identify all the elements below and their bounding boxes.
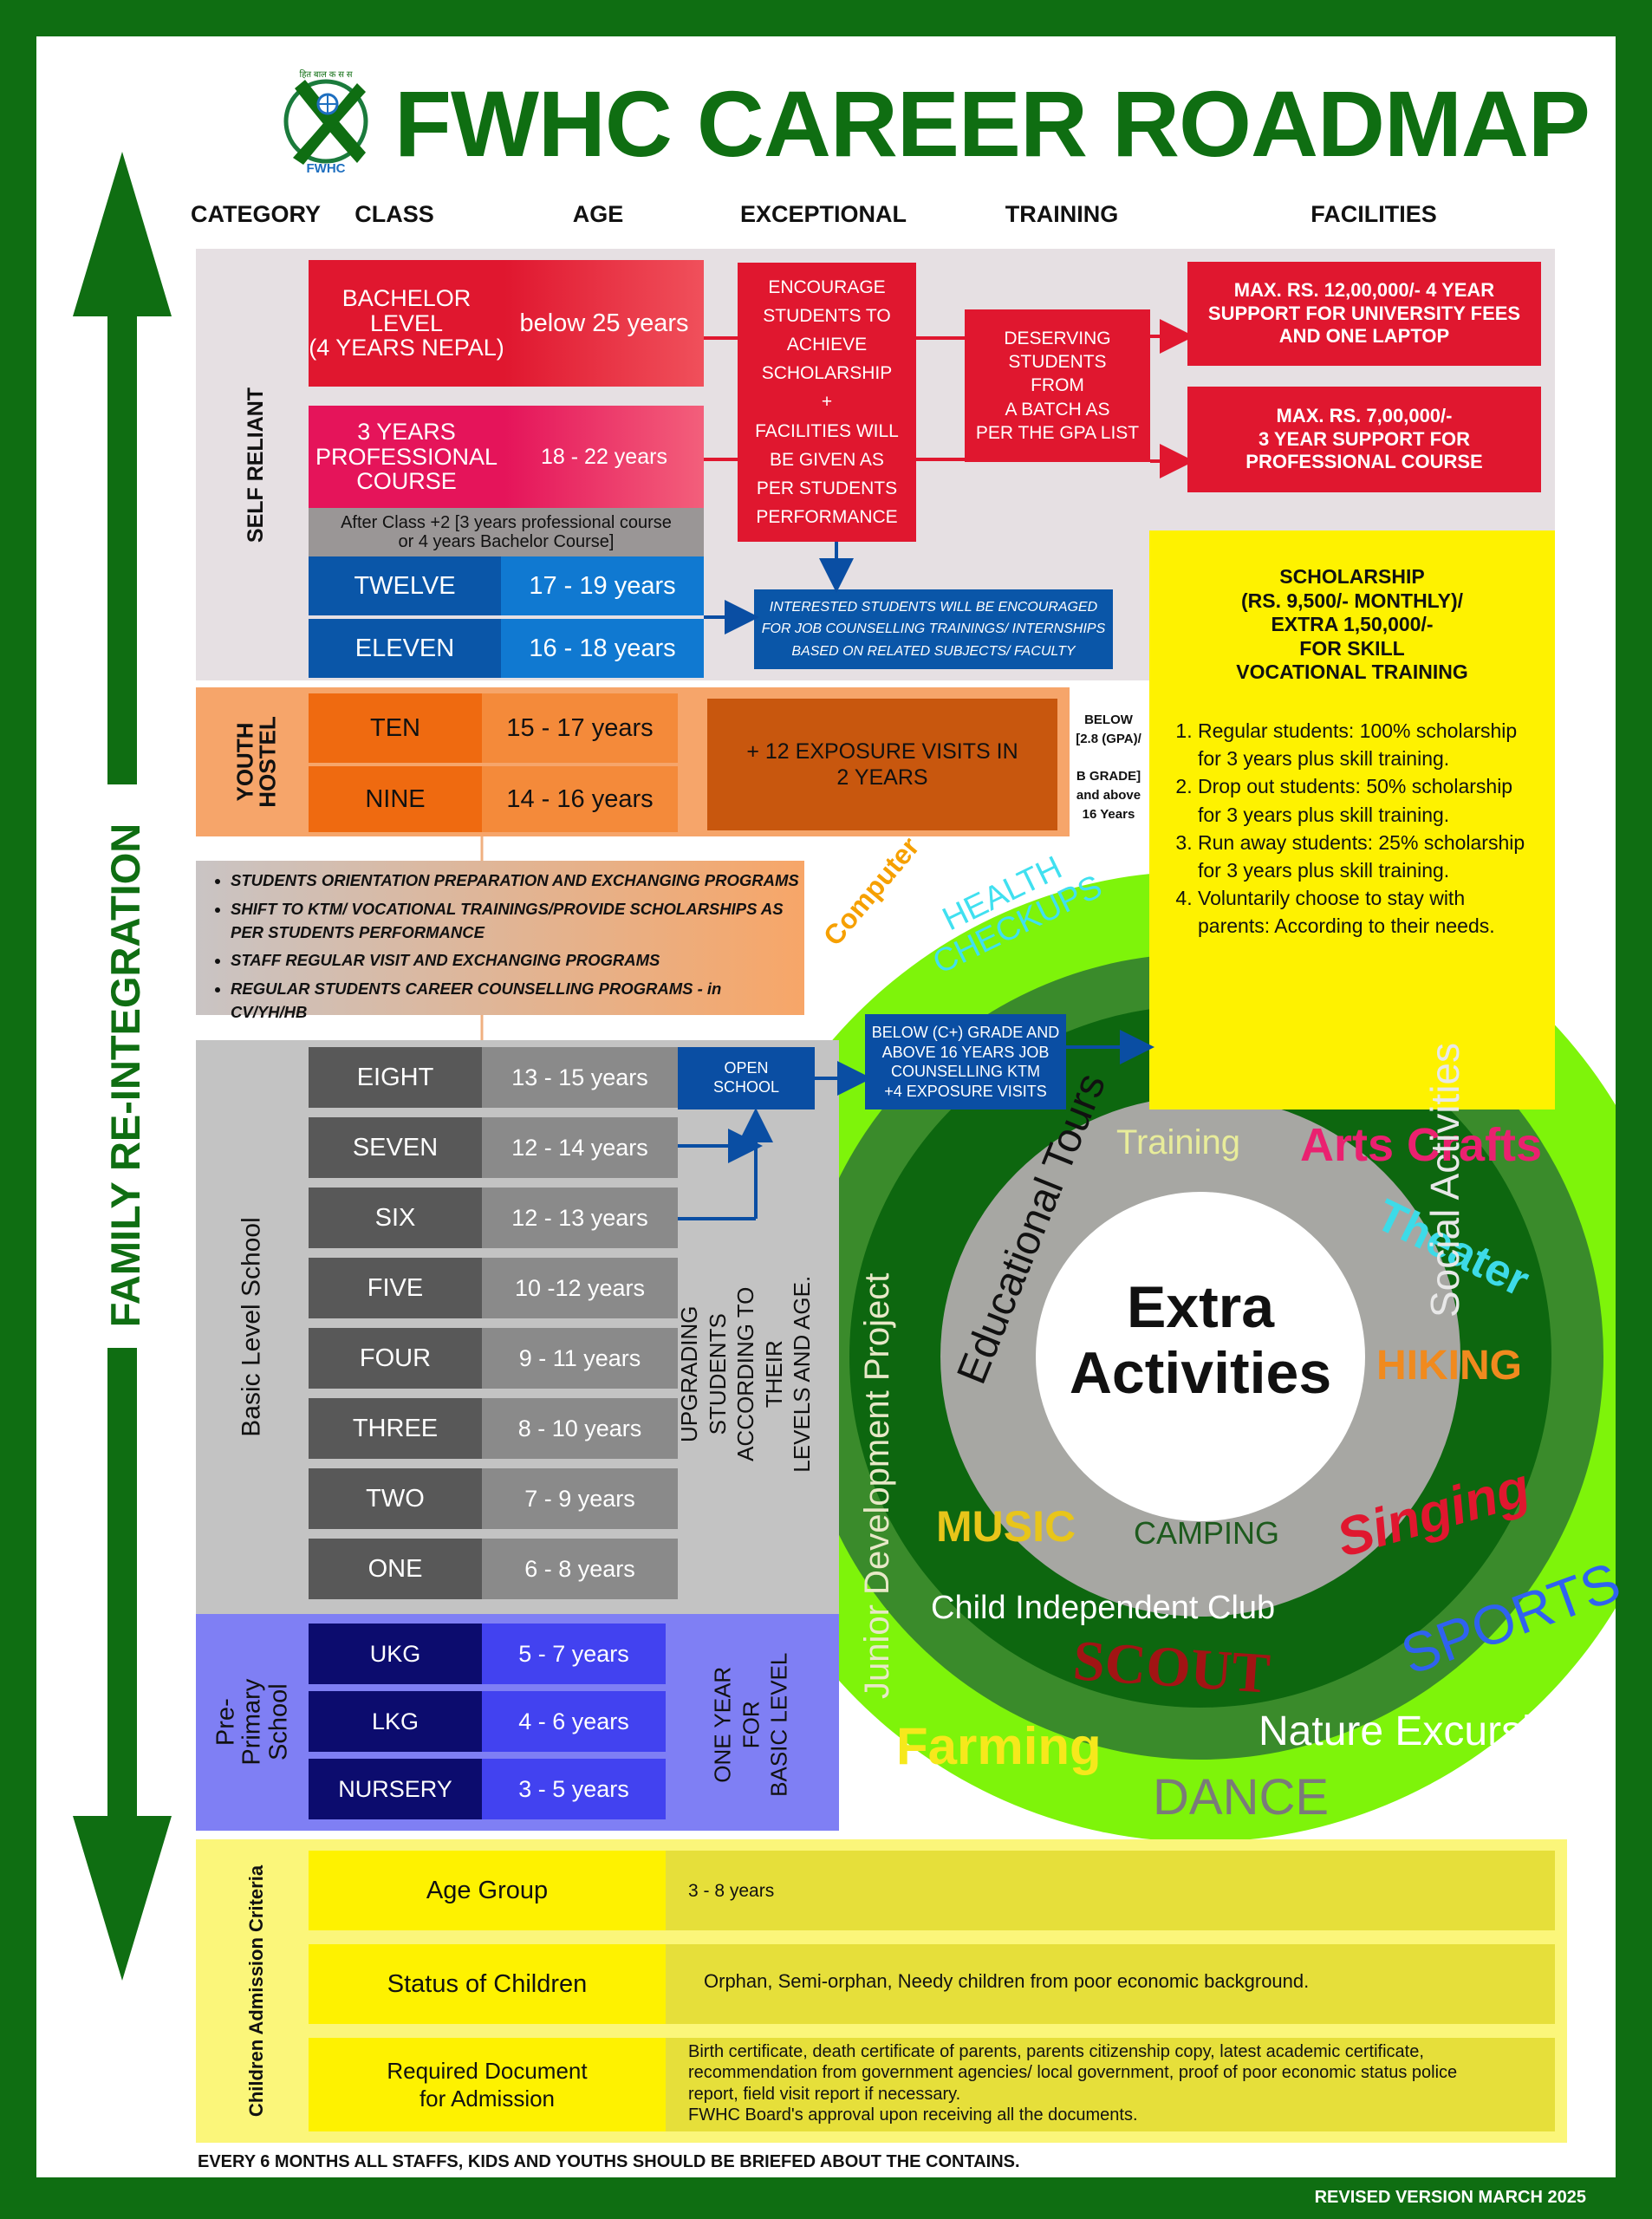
basic-class-three: THREE xyxy=(309,1398,482,1459)
interested-students-box: INTERESTED STUDENTS WILL BE ENCOURAGED F… xyxy=(754,589,1113,669)
program-item: SHIFT TO KTM/ VOCATIONAL TRAININGS/PROVI… xyxy=(231,898,801,945)
below-gpa-note: BELOW [2.8 (GPA)/ B GRADE] and above 16 … xyxy=(1076,712,1141,822)
basic-age-two: 7 - 9 years xyxy=(482,1468,678,1529)
header-facilities: FACILITIES xyxy=(1311,201,1437,227)
program-item: STUDENTS ORIENTATION PREPARATION AND EXC… xyxy=(231,869,801,893)
open-school-box: OPEN SCHOOL xyxy=(678,1047,815,1110)
basic-age-four: 9 - 11 years xyxy=(482,1328,678,1389)
age-twelve: 17 - 19 years xyxy=(501,556,704,615)
pre-class-nursery: NURSERY xyxy=(309,1759,482,1819)
basic-class-seven: SEVEN xyxy=(309,1117,482,1178)
admission-value-status: Orphan, Semi-orphan, Needy children from… xyxy=(666,1944,1555,2024)
basic-class-two: TWO xyxy=(309,1468,482,1529)
header-exceptional: EXCEPTIONAL xyxy=(739,201,907,227)
admission-value-documents: Birth certificate, death certificate of … xyxy=(666,2038,1555,2131)
class-bachelor: BACHELOR LEVEL (4 YEARS NEPAL) xyxy=(309,260,504,387)
activity-hiking: HIKING xyxy=(1376,1343,1522,1389)
job-counselling-box: BELOW (C+) GRADE AND ABOVE 16 YEARS JOB … xyxy=(865,1014,1066,1110)
basic-age-six: 12 - 13 years xyxy=(482,1188,678,1248)
age-ten: 15 - 17 years xyxy=(482,693,678,763)
programs-list: STUDENTS ORIENTATION PREPARATION AND EXC… xyxy=(211,869,801,1025)
poster-title: FWHC CAREER ROADMAP xyxy=(394,71,1590,176)
programs-box: STUDENTS ORIENTATION PREPARATION AND EXC… xyxy=(196,861,804,1021)
header-class: CLASS xyxy=(354,201,434,227)
facility-university: MAX. RS. 12,00,000/- 4 YEAR SUPPORT FOR … xyxy=(1187,262,1541,366)
scholarship-heading: SCHOLARSHIP (RS. 9,500/- MONTHLY)/ EXTRA… xyxy=(1236,565,1468,684)
age-professional: 18 - 22 years xyxy=(504,406,704,508)
activity-nature-excursion: Nature Excursion xyxy=(1259,1708,1578,1754)
header-age: AGE xyxy=(572,201,624,227)
basic-class-eight: EIGHT xyxy=(309,1047,482,1108)
admission-value-age: 3 - 8 years xyxy=(666,1851,1555,1930)
exceptional-box: ENCOURAGE STUDENTS TO ACHIEVE SCHOLARSHI… xyxy=(738,263,916,542)
activity-camping: CAMPING xyxy=(1134,1515,1280,1551)
header-training: TRAINING xyxy=(1005,201,1119,227)
scholarship-item: Regular students: 100% scholarship for 3… xyxy=(1198,717,1531,772)
pre-age-ukg: 5 - 7 years xyxy=(482,1624,666,1684)
pre-class-ukg: UKG xyxy=(309,1624,482,1684)
pre-age-nursery: 3 - 5 years xyxy=(482,1759,666,1819)
training-box: DESERVING STUDENTS FROM A BATCH AS PER T… xyxy=(965,309,1150,462)
basic-age-three: 8 - 10 years xyxy=(482,1398,678,1459)
pre-class-lkg: LKG xyxy=(309,1691,482,1752)
extra-activities-center: Extra Activities xyxy=(1069,1274,1332,1407)
scholarship-item: Run away students: 25% scholarship for 3… xyxy=(1198,829,1531,884)
activity-scout: SCOUT xyxy=(1070,1629,1272,1706)
logo-text: FWHC xyxy=(306,161,346,176)
basic-class-four: FOUR xyxy=(309,1328,482,1389)
logo-top-text: हित बाल क स स xyxy=(299,70,353,80)
admission-key-age: Age Group xyxy=(309,1851,666,1930)
center-circle xyxy=(1036,1192,1365,1521)
family-reintegration-arrow xyxy=(73,152,172,1981)
basic-class-one: ONE xyxy=(309,1539,482,1599)
activity-social: Social Activities xyxy=(1422,1042,1467,1318)
class-eleven: ELEVEN xyxy=(309,619,501,678)
age-bachelor: below 25 years xyxy=(504,260,704,387)
scholarship-item: Voluntarily choose to stay with parents:… xyxy=(1198,884,1531,940)
basic-class-five: FIVE xyxy=(309,1258,482,1318)
program-item: STAFF REGULAR VISIT AND EXCHANGING PROGR… xyxy=(231,949,801,973)
admission-key-status: Status of Children xyxy=(309,1944,666,2024)
revised-version: REVISED VERSION MARCH 2025 xyxy=(1314,2188,1586,2207)
activity-child-club: Child Independent Club xyxy=(931,1590,1276,1626)
basic-age-seven: 12 - 14 years xyxy=(482,1117,678,1178)
briefing-note: EVERY 6 MONTHS ALL STAFFS, KIDS AND YOUT… xyxy=(198,2152,1020,2171)
class-nine: NINE xyxy=(309,766,482,832)
admission-label: Children Admission Criteria xyxy=(245,1864,267,2118)
pre-age-lkg: 4 - 6 years xyxy=(482,1691,666,1752)
basic-class-six: SIX xyxy=(309,1188,482,1248)
age-nine: 14 - 16 years xyxy=(482,766,678,832)
activity-junior-development: Junior Development Project xyxy=(858,1272,896,1699)
fwhc-logo: हित बाल क स स FWHC xyxy=(276,68,376,179)
basic-age-one: 6 - 8 years xyxy=(482,1539,678,1599)
after-class-note: After Class +2 [3 years professional cou… xyxy=(309,508,704,556)
class-ten: TEN xyxy=(309,693,482,763)
scholarship-list: Regular students: 100% scholarship for 3… xyxy=(1175,717,1531,940)
program-item: REGULAR STUDENTS CAREER COUNSELLING PROG… xyxy=(231,978,801,1025)
fwhc-logo-icon xyxy=(283,79,368,165)
activity-training: Training xyxy=(1116,1123,1241,1162)
basic-age-five: 10 -12 years xyxy=(482,1258,678,1318)
scholarship-item: Drop out students: 50% scholarship for 3… xyxy=(1198,772,1531,828)
activity-arts-crafts: Arts Crafts xyxy=(1300,1119,1543,1171)
activity-music: MUSIC xyxy=(936,1502,1076,1551)
facility-professional: MAX. RS. 7,00,000/- 3 YEAR SUPPORT FOR P… xyxy=(1187,387,1541,492)
admission-key-documents: Required Document for Admission xyxy=(309,2038,666,2131)
basic-age-eight: 13 - 15 years xyxy=(482,1047,678,1108)
class-twelve: TWELVE xyxy=(309,556,501,615)
header-category: CATEGORY xyxy=(190,201,321,227)
activity-dance: DANCE xyxy=(1153,1769,1330,1825)
scholarship-box: SCHOLARSHIP (RS. 9,500/- MONTHLY)/ EXTRA… xyxy=(1149,530,1555,1110)
exposure-visits-box: + 12 EXPOSURE VISITS IN 2 YEARS xyxy=(707,699,1057,830)
activity-farming: Farming xyxy=(896,1717,1102,1775)
class-professional: 3 YEARS PROFESSIONAL COURSE xyxy=(309,406,504,508)
age-eleven: 16 - 18 years xyxy=(501,619,704,678)
